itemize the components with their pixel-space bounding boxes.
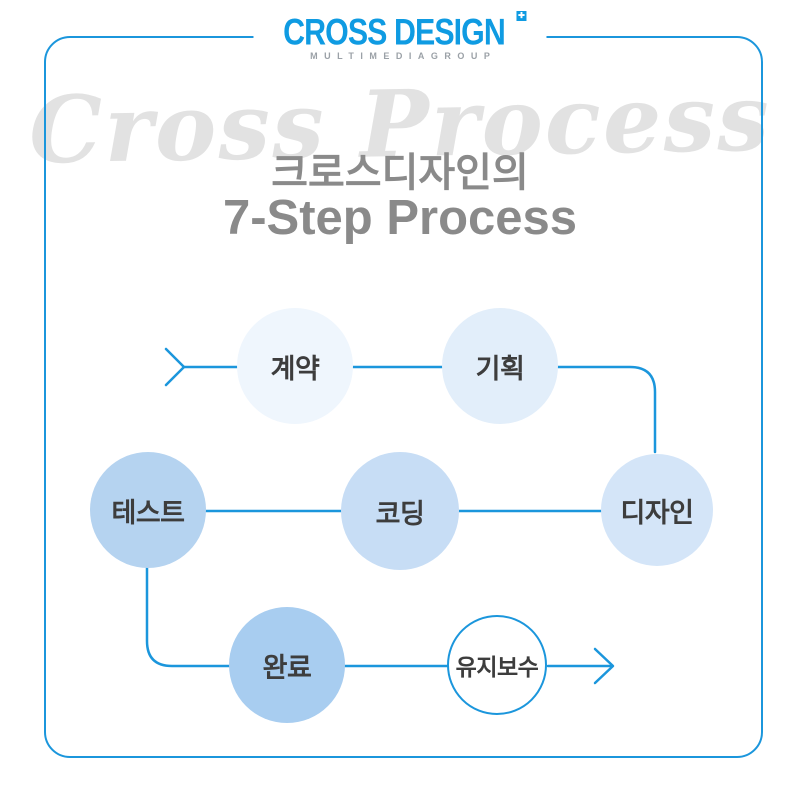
step-label: 테스트 bbox=[111, 497, 185, 528]
step-circle-contract: 계약 bbox=[237, 308, 353, 424]
step-label: 계약 bbox=[270, 353, 320, 384]
step-label: 기획 bbox=[475, 353, 525, 384]
logo-row: CROSS DESIGN ✚ bbox=[273, 11, 527, 50]
step-circle-coding: 코딩 bbox=[341, 452, 459, 570]
step-label: 유지보수 bbox=[455, 654, 539, 680]
brand-subtitle: MULTIMEDIAGROUP bbox=[310, 51, 497, 61]
title-korean: 크로스디자인의 bbox=[271, 151, 529, 195]
brand-name: CROSS DESIGN bbox=[283, 10, 506, 53]
step-label: 디자인 bbox=[620, 497, 694, 528]
logo: CROSS DESIGN ✚ MULTIMEDIAGROUP bbox=[253, 11, 547, 63]
title-english: 7-Step Process bbox=[222, 191, 578, 245]
step-label: 완료 bbox=[262, 652, 312, 683]
step-circle-design: 디자인 bbox=[601, 454, 713, 566]
step-circle-testing: 테스트 bbox=[90, 452, 206, 568]
step-circle-maintenance: 유지보수 bbox=[447, 615, 547, 715]
plus-square-icon: ✚ bbox=[516, 11, 527, 21]
step-circle-complete: 완료 bbox=[229, 607, 345, 723]
step-circle-planning: 기획 bbox=[442, 308, 558, 424]
step-label: 코딩 bbox=[375, 498, 425, 529]
